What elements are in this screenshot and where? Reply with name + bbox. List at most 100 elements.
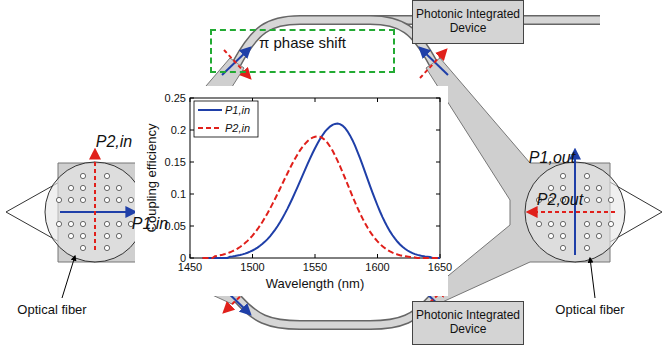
grating-hole [608, 197, 613, 202]
grating-hole [584, 233, 589, 238]
tick [190, 258, 194, 259]
tick [190, 130, 194, 131]
tick [436, 98, 440, 99]
phase-shift-box: π phase shift [210, 29, 395, 73]
grating-hole [560, 173, 565, 178]
grating-hole [584, 197, 589, 202]
tick [252, 254, 253, 258]
grating-hole [560, 185, 565, 190]
node-text: π phase shift [259, 34, 346, 51]
tick [440, 98, 441, 102]
grating-hole [68, 221, 73, 226]
grating-hole [116, 233, 121, 238]
grating-hole [596, 233, 601, 238]
axis-title: Wavelength (nm) [266, 277, 365, 291]
grating-hole [80, 221, 85, 226]
tick-label: 0.15 [165, 156, 186, 168]
legend-text: P2,in [225, 122, 250, 134]
polarization-arrow [528, 211, 615, 213]
tick-label: 0.2 [171, 124, 186, 136]
grating-hole [68, 185, 73, 190]
legend-sample [198, 109, 222, 111]
axis-ticks [190, 98, 440, 258]
tick-label: 1650 [428, 261, 452, 273]
grating-hole [80, 233, 85, 238]
grating-hole [584, 245, 589, 250]
grating-hole [560, 245, 565, 250]
tick [377, 254, 378, 258]
tick [315, 98, 316, 102]
tick-label: 1600 [365, 261, 389, 273]
grating-hole [596, 221, 601, 226]
fiber-label: Optical fiber [555, 303, 624, 317]
chart-background [135, 86, 448, 296]
grating-hole [584, 185, 589, 190]
tick [190, 194, 194, 195]
grating-hole [104, 245, 109, 250]
grating-hole [104, 197, 109, 202]
curve-p1 [203, 124, 441, 258]
grating-hole [596, 197, 601, 202]
tick [377, 98, 378, 102]
tick-label: 1450 [178, 261, 202, 273]
grating-hole [548, 221, 553, 226]
data-curves [203, 124, 441, 258]
tick [190, 226, 194, 227]
plot-frame [190, 98, 440, 258]
legend-text: P1,in [225, 104, 250, 116]
tick [190, 98, 194, 99]
tick-label: 0.1 [171, 188, 186, 200]
grating-hole [608, 221, 613, 226]
grating-hole [536, 221, 541, 226]
grating-hole [80, 197, 85, 202]
tick-label: 0.05 [165, 220, 186, 232]
grating-hole [68, 197, 73, 202]
polarization-label: P2,out [537, 191, 583, 209]
grating-hole [80, 245, 85, 250]
grating-hole [584, 221, 589, 226]
grating-hole [104, 173, 109, 178]
node-text: Photonic Integrated Device [413, 8, 523, 36]
grating-hole [68, 233, 73, 238]
tick [190, 162, 194, 163]
polarization-label: P1,out [529, 149, 575, 167]
grating-hole [116, 221, 121, 226]
axis-title: Coupling efficiency [145, 124, 159, 233]
legend-sample [198, 127, 222, 129]
grating-hole [584, 173, 589, 178]
tick-label: 1550 [303, 261, 327, 273]
grating-hole [80, 173, 85, 178]
grating-hole [80, 185, 85, 190]
device-box: Photonic Integrated Device [412, 301, 524, 345]
tick [436, 194, 440, 195]
leader-line [62, 256, 75, 298]
grating-hole [116, 197, 121, 202]
grating-hole [560, 233, 565, 238]
polarization-arrow [60, 211, 135, 213]
tick [315, 254, 316, 258]
curve-p2 [203, 136, 441, 258]
grating-hole [116, 185, 121, 190]
grating-hole [56, 221, 61, 226]
tick [190, 254, 191, 258]
fiber-label: Optical fiber [17, 303, 86, 317]
device-box: Photonic Integrated Device [412, 0, 524, 44]
grating-hole [104, 221, 109, 226]
grating-hole [104, 185, 109, 190]
legend-box [194, 101, 258, 137]
tick [190, 98, 191, 102]
polarization-label: P2,in [96, 133, 132, 151]
grating-hole [596, 185, 601, 190]
node-text: Photonic Integrated Device [413, 309, 523, 337]
tick-label: 1500 [240, 261, 264, 273]
grating-hole [104, 233, 109, 238]
tick-label: 0.25 [165, 92, 186, 104]
polarization-arrow [94, 150, 96, 250]
tick [436, 130, 440, 131]
grating-hole [128, 197, 133, 202]
grating-hole [548, 233, 553, 238]
grating-hole [56, 197, 61, 202]
grating-hole [560, 221, 565, 226]
tick [436, 226, 440, 227]
